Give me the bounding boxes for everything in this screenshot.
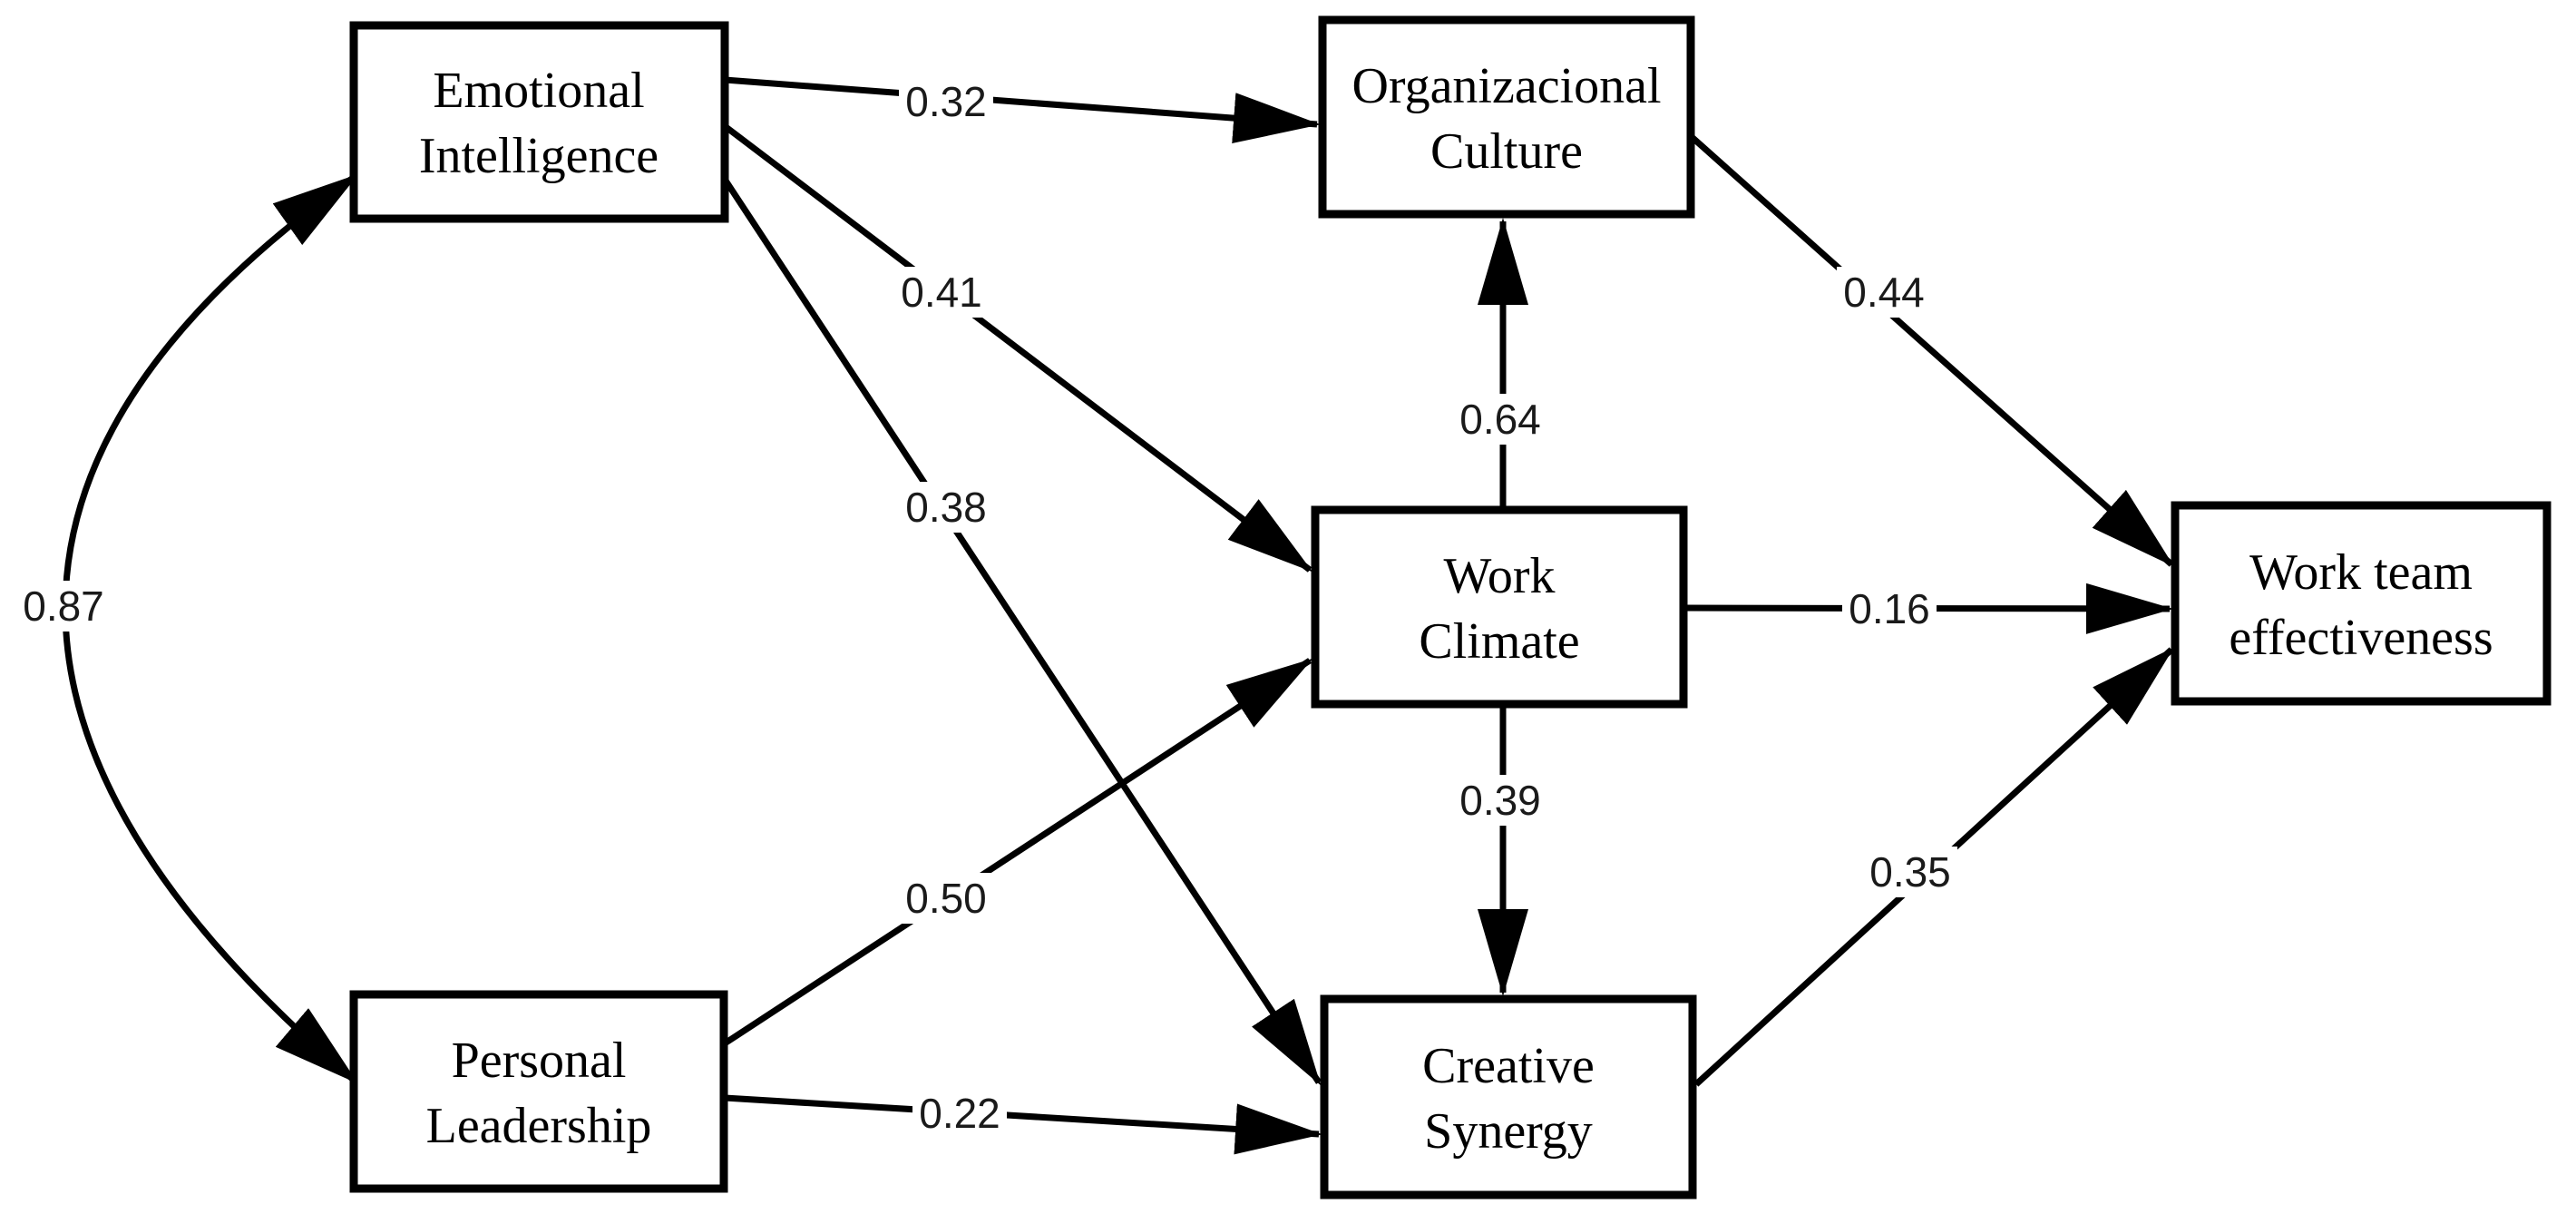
edge-coefficient-oc-wte: 0.44 <box>1843 269 1925 316</box>
node-work-team-effectiveness: Work team effectiveness <box>2171 501 2552 706</box>
edge-label-bg <box>912 1088 1007 1139</box>
node-label-emotional-intelligence-line2: Intelligence <box>419 128 659 184</box>
edge-label-cs-wte: 0.35 <box>1863 847 1957 897</box>
edge-line-ei-cs <box>721 176 1322 1086</box>
node-box-organizacional-culture <box>1318 15 1695 219</box>
edge-coefficient-wc-oc: 0.64 <box>1459 396 1541 443</box>
edge-label-wc-cs: 0.39 <box>1453 775 1547 826</box>
node-box-work-climate <box>1311 505 1688 709</box>
node-label-creative-synergy-line2: Synergy <box>1424 1103 1593 1160</box>
edge-label-wc-oc: 0.64 <box>1453 394 1547 445</box>
edge-coefficient-cs-wte: 0.35 <box>1869 848 1951 896</box>
edge-label-bg <box>899 873 993 924</box>
node-label-personal-leadership-line1: Personal <box>452 1033 627 1089</box>
edge-label-pl-cs: 0.22 <box>912 1088 1007 1139</box>
edge-label-bg <box>899 482 993 533</box>
edge-line-ei-wc <box>722 123 1313 573</box>
edge-label-bg <box>1453 775 1547 826</box>
edge-coefficient-ei-pl: 0.87 <box>23 583 104 630</box>
edge-coefficient-wc-cs: 0.39 <box>1459 777 1541 824</box>
edge-coefficient-pl-cs: 0.22 <box>919 1090 1000 1137</box>
edge-label-bg <box>7 581 120 631</box>
edge-line-pl-cs <box>724 1094 1322 1155</box>
node-label-organizacional-culture-line1: Organizacional <box>1351 58 1661 114</box>
node-label-work-climate-line1: Work <box>1443 548 1555 604</box>
edge-label-bg <box>1863 847 1957 897</box>
edge-line-oc-wte <box>1688 133 2174 567</box>
edge-label-ei-cs: 0.38 <box>899 482 993 533</box>
node-emotional-intelligence: Emotional Intelligence <box>349 21 729 223</box>
edge-coefficient-ei-oc: 0.32 <box>905 78 987 125</box>
edge-label-bg <box>1453 394 1547 445</box>
node-box-work-team-effectiveness <box>2171 501 2552 706</box>
edge-label-bg <box>894 267 989 318</box>
node-personal-leadership: Personal Leadership <box>349 990 728 1193</box>
edge-coefficient-wc-wte: 0.16 <box>1849 585 1930 632</box>
edge-coefficient-ei-cs: 0.38 <box>905 484 987 531</box>
edge-line-ei-oc <box>724 76 1321 144</box>
node-label-work-team-effectiveness-line2: effectiveness <box>2229 610 2493 666</box>
edge-label-pl-wc: 0.50 <box>899 873 993 924</box>
node-label-creative-synergy-line1: Creative <box>1422 1038 1595 1094</box>
edge-line-pl-wc <box>723 658 1313 1046</box>
node-label-work-climate-line2: Climate <box>1419 613 1579 670</box>
edge-coefficient-ei-wc: 0.41 <box>901 269 982 316</box>
node-label-organizacional-culture-line2: Culture <box>1430 123 1583 180</box>
edge-coefficient-pl-wc: 0.50 <box>905 875 987 922</box>
node-label-personal-leadership-line2: Leadership <box>426 1098 652 1154</box>
edge-label-bg <box>899 76 993 127</box>
node-box-creative-synergy <box>1320 994 1697 1199</box>
node-creative-synergy: Creative Synergy <box>1320 994 1697 1199</box>
node-organizacional-culture: Organizacional Culture <box>1318 15 1695 219</box>
node-box-emotional-intelligence <box>349 21 729 223</box>
edge-label-ei-pl-covariance: 0.87 <box>7 581 120 631</box>
edge-label-ei-oc: 0.32 <box>899 76 993 127</box>
node-work-climate: Work Climate <box>1311 505 1688 709</box>
edge-label-bg <box>1842 583 1937 634</box>
edge-label-bg <box>1837 267 1931 318</box>
node-label-work-team-effectiveness-line1: Work team <box>2249 544 2473 601</box>
edge-label-oc-wte: 0.44 <box>1837 267 1931 318</box>
node-label-emotional-intelligence-line1: Emotional <box>433 63 644 119</box>
edge-label-wc-wte: 0.16 <box>1842 583 1937 634</box>
node-box-personal-leadership <box>349 990 728 1193</box>
edge-label-ei-wc: 0.41 <box>894 267 989 318</box>
